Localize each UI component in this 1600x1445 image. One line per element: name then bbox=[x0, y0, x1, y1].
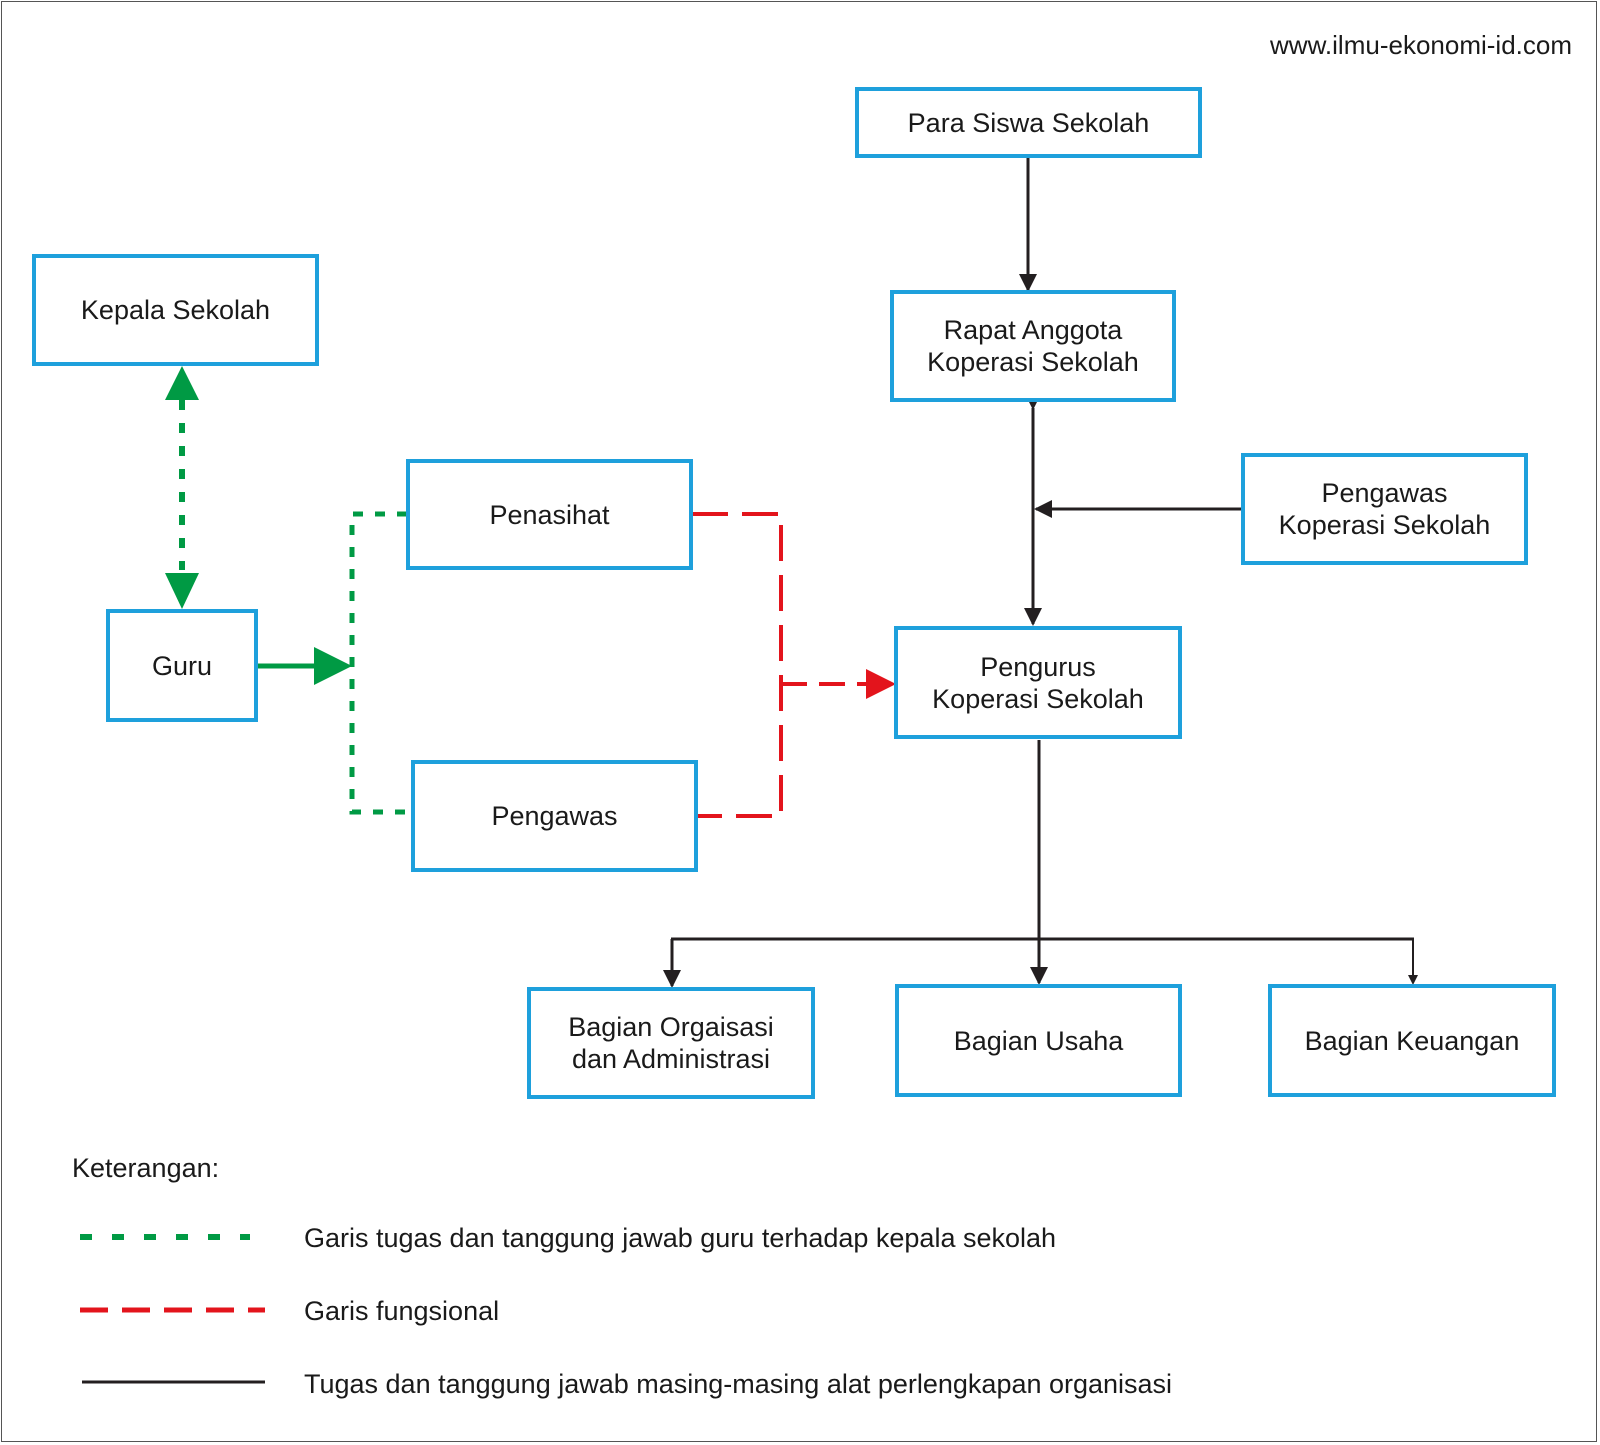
node-label-line2: Koperasi Sekolah bbox=[1278, 510, 1491, 540]
node-pengawas: Pengawas bbox=[411, 760, 698, 872]
node-kepala-sekolah: Kepala Sekolah bbox=[32, 254, 319, 366]
node-bagian-usaha: Bagian Usaha bbox=[895, 984, 1182, 1097]
edge-fungsional-red bbox=[692, 512, 783, 818]
node-penasihat: Penasihat bbox=[406, 459, 693, 570]
node-label: Penasihat bbox=[489, 499, 610, 530]
node-label: Guru bbox=[151, 650, 213, 681]
node-rapat-anggota: Rapat Anggota Koperasi Sekolah bbox=[890, 290, 1176, 402]
node-label-line2: dan Administrasi bbox=[571, 1044, 771, 1074]
node-label: Kepala Sekolah bbox=[80, 295, 271, 325]
arrowhead-guru-bracket bbox=[314, 647, 352, 685]
node-bagian-organisasi: Bagian Orgaisasi dan Administrasi bbox=[527, 987, 815, 1099]
node-label-line1: Pengawas bbox=[1321, 478, 1448, 508]
node-label: Para Siswa Sekolah bbox=[907, 107, 1150, 138]
legend-text-green: Garis tugas dan tanggung jawab guru terh… bbox=[304, 1223, 1057, 1253]
node-label: Bagian Usaha bbox=[953, 1025, 1124, 1056]
node-guru: Guru bbox=[106, 609, 258, 722]
edge-bracket-green bbox=[349, 511, 413, 815]
node-label-line2: Koperasi Sekolah bbox=[927, 347, 1139, 377]
node-label-line2: Koperasi Sekolah bbox=[932, 683, 1144, 714]
node-pengurus: Pengurus Koperasi Sekolah bbox=[894, 626, 1182, 739]
legend-text-red: Garis fungsional bbox=[304, 1296, 500, 1326]
node-label: Bagian Keuangan bbox=[1304, 1025, 1520, 1056]
arrowhead-fungsional bbox=[866, 669, 896, 699]
node-pengawas-koperasi: Pengawas Koperasi Sekolah bbox=[1241, 453, 1528, 565]
arrowhead-guru bbox=[165, 573, 199, 609]
arrowhead-kepala bbox=[165, 366, 199, 400]
watermark: www.ilmu-ekonomi-id.com bbox=[1270, 30, 1572, 60]
node-label-line1: Rapat Anggota bbox=[943, 315, 1123, 345]
node-para-siswa: Para Siswa Sekolah bbox=[855, 87, 1202, 158]
node-label-line1: Bagian Orgaisasi bbox=[568, 1012, 774, 1042]
node-label: Pengawas bbox=[491, 801, 618, 831]
legend-text-black: Tugas dan tanggung jawab masing-masing a… bbox=[304, 1369, 1173, 1399]
node-bagian-keuangan: Bagian Keuangan bbox=[1268, 984, 1556, 1097]
node-label-line1: Pengurus bbox=[980, 651, 1096, 682]
legend-title: Keterangan: bbox=[72, 1153, 220, 1183]
